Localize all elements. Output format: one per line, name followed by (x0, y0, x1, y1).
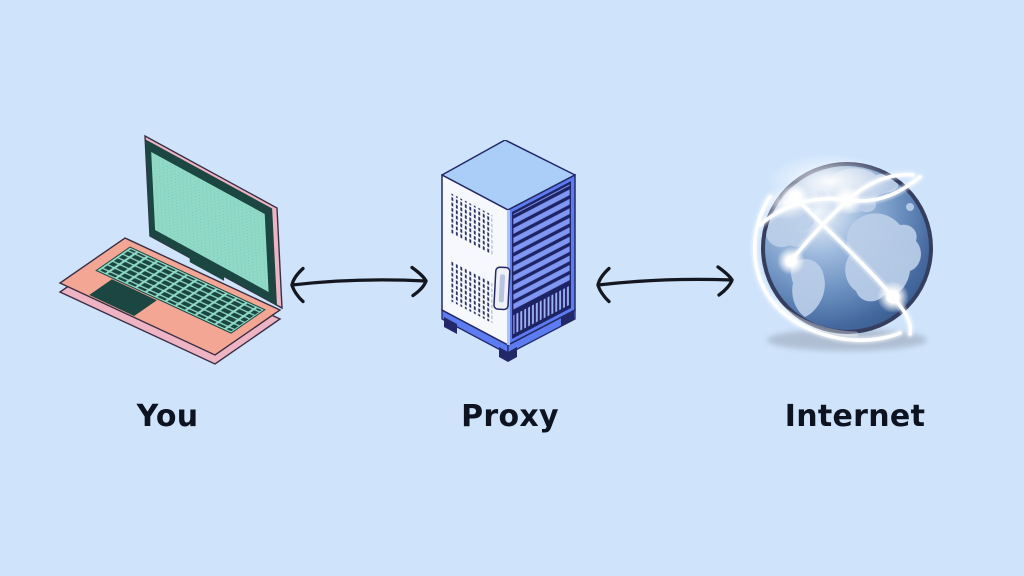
label-internet: Internet (784, 399, 926, 434)
arrow-you-proxy (290, 265, 428, 304)
laptop-lid (145, 136, 282, 313)
arrow-line (290, 278, 428, 287)
network-nodes (777, 183, 909, 313)
server-vent-grid-top (451, 193, 493, 256)
laptop-icon (55, 126, 305, 381)
server-rack-units (513, 184, 570, 312)
node-you (55, 126, 305, 381)
arrow-head-left (596, 266, 611, 304)
server-bottom-grill (513, 285, 570, 335)
arrow-proxy-internet (596, 265, 734, 304)
arrow-head-right (716, 265, 734, 297)
arrow-line (596, 277, 734, 287)
server-base (441, 308, 576, 362)
laptop-deck (60, 238, 280, 355)
arrow-head-right (410, 265, 428, 298)
server-vent-grid-bottom (451, 260, 493, 324)
arrow-head-left (290, 266, 305, 304)
label-proxy: Proxy (461, 399, 559, 434)
server-door-handle (493, 266, 511, 311)
label-you: You (136, 399, 199, 434)
node-internet (748, 145, 948, 355)
laptop-keyboard (100, 249, 262, 332)
laptop-trackpad (89, 279, 157, 316)
server-rack-icon (435, 140, 590, 368)
globe-icon (748, 154, 933, 351)
node-proxy (435, 140, 590, 368)
